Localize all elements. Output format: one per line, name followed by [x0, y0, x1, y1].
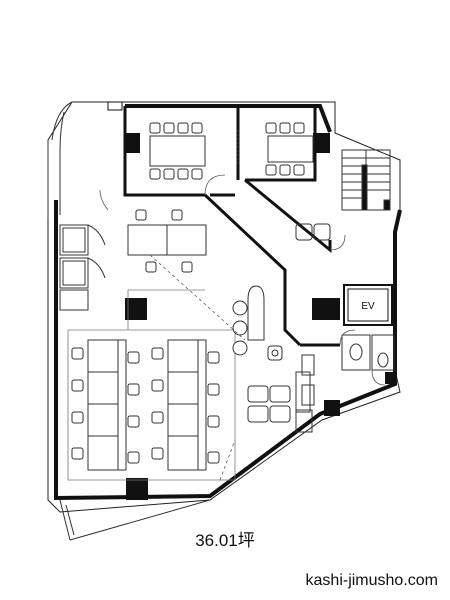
office-zone-outline	[67, 289, 236, 481]
structural-pillars	[107, 101, 397, 500]
source-watermark: kashi-jimusho.com	[305, 572, 438, 589]
balcony-bottom	[59, 499, 211, 541]
workstations-left	[71, 339, 140, 471]
exterior-walls	[54, 104, 402, 501]
staircase	[341, 149, 391, 211]
reception-counter	[232, 285, 283, 361]
restrooms	[301, 334, 395, 406]
door-swings	[99, 174, 386, 386]
elevator-shaft	[343, 284, 393, 326]
meeting-room-left	[149, 122, 206, 180]
outer-building-outline	[47, 101, 401, 513]
elevator-label: EV	[361, 301, 375, 312]
lounge-seating	[247, 371, 313, 433]
balcony-top-left	[47, 101, 73, 220]
meeting-room-right	[237, 122, 314, 176]
guide-lines	[149, 254, 246, 481]
chairs-meeting-right	[265, 122, 305, 176]
upper-desk-cluster	[127, 209, 207, 273]
chairs-meeting-left	[149, 122, 203, 180]
storage-cabinets	[59, 224, 106, 311]
floor-area-label: 36.01坪	[195, 531, 255, 550]
workstations-right	[151, 339, 220, 471]
hall-seating	[295, 223, 331, 241]
